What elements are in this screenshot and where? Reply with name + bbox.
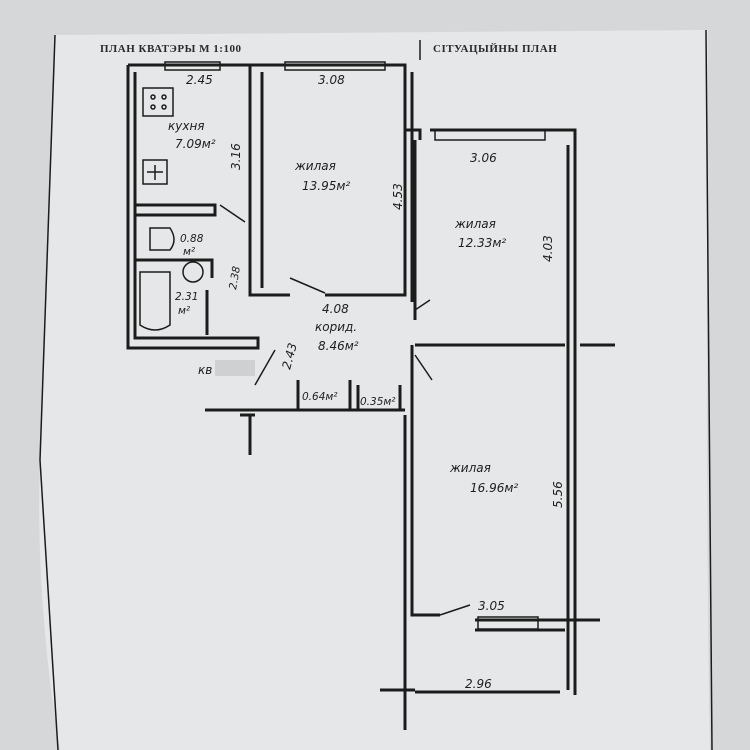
- window-kitchen: [164, 61, 221, 71]
- border-left: [39, 34, 56, 461]
- paper-sheet: [39, 30, 710, 750]
- living1-length: 4.53: [391, 183, 405, 210]
- corridor-area: 8.46м²: [318, 339, 359, 353]
- kitchen-area: 7.09м²: [175, 137, 216, 151]
- room-living-2: 3.06 жилая 12.33м² 4.03: [454, 151, 555, 262]
- corridor-length: 2.43: [279, 341, 299, 370]
- window-room1: [284, 61, 386, 71]
- corridor-name: корид.: [315, 320, 357, 334]
- closet1-area: 0.64м²: [302, 391, 338, 403]
- living2-name: жилая: [454, 217, 496, 231]
- kitchen-name: кухня: [168, 119, 205, 133]
- living1-area: 13.95м²: [302, 179, 350, 193]
- living2-width: 3.06: [470, 151, 497, 165]
- room-living-3: жилая 16.96м² 5.56 3.05: [449, 461, 565, 613]
- plan-title: ПЛАН КВАТЭРЫ М 1:100: [100, 43, 241, 55]
- wc: 0.88 м²: [180, 233, 204, 258]
- apartment-number-label: кв: [198, 363, 212, 377]
- living1-width: 3.08: [318, 73, 345, 87]
- walls: [126, 61, 615, 730]
- wc-unit: м²: [183, 246, 196, 258]
- corridor: 4.08 корид. 8.46м² 2.43: [279, 302, 358, 371]
- living2-area: 12.33м²: [458, 236, 506, 250]
- living2-length: 4.03: [541, 235, 555, 262]
- kitchen-length: 3.16: [229, 143, 243, 170]
- bath-unit: м²: [178, 305, 191, 317]
- room-kitchen: 2.45 кухня 7.09м² 3.16: [168, 73, 243, 170]
- bath-area: 2.31: [175, 291, 198, 303]
- door-swings: [219, 204, 471, 616]
- living3-name: жилая: [449, 461, 491, 475]
- situation-title: СІТУАЦЫЙНЫ ПЛАН: [433, 43, 557, 55]
- balcony-width: 2.96: [465, 677, 492, 691]
- closet2-area: 0.35м²: [360, 396, 396, 408]
- washbasin-icon: [182, 261, 204, 283]
- bathroom: 2.31 м² 2.38: [175, 265, 243, 317]
- corridor-width: 4.08: [322, 302, 349, 316]
- living3-length: 5.56: [551, 481, 565, 508]
- toilet-icon: [149, 227, 175, 251]
- border-right: [705, 29, 713, 750]
- living3-area: 16.96м²: [470, 481, 518, 495]
- bath-length: 2.38: [227, 265, 243, 290]
- redacted-number: [215, 360, 255, 376]
- kitchen-width: 2.45: [186, 73, 213, 87]
- border-left-lower: [39, 459, 59, 750]
- wc-area: 0.88: [180, 233, 204, 245]
- fixtures: [139, 87, 204, 331]
- sink-icon: [142, 159, 168, 185]
- window-room3: [477, 616, 539, 630]
- stove-icon: [142, 87, 174, 117]
- bathtub-icon: [139, 271, 171, 331]
- living1-name: жилая: [294, 159, 336, 173]
- room-living-1: 3.08 жилая 13.95м² 4.53: [294, 73, 405, 210]
- window-room2: [434, 129, 546, 141]
- living3-width: 3.05: [478, 599, 505, 613]
